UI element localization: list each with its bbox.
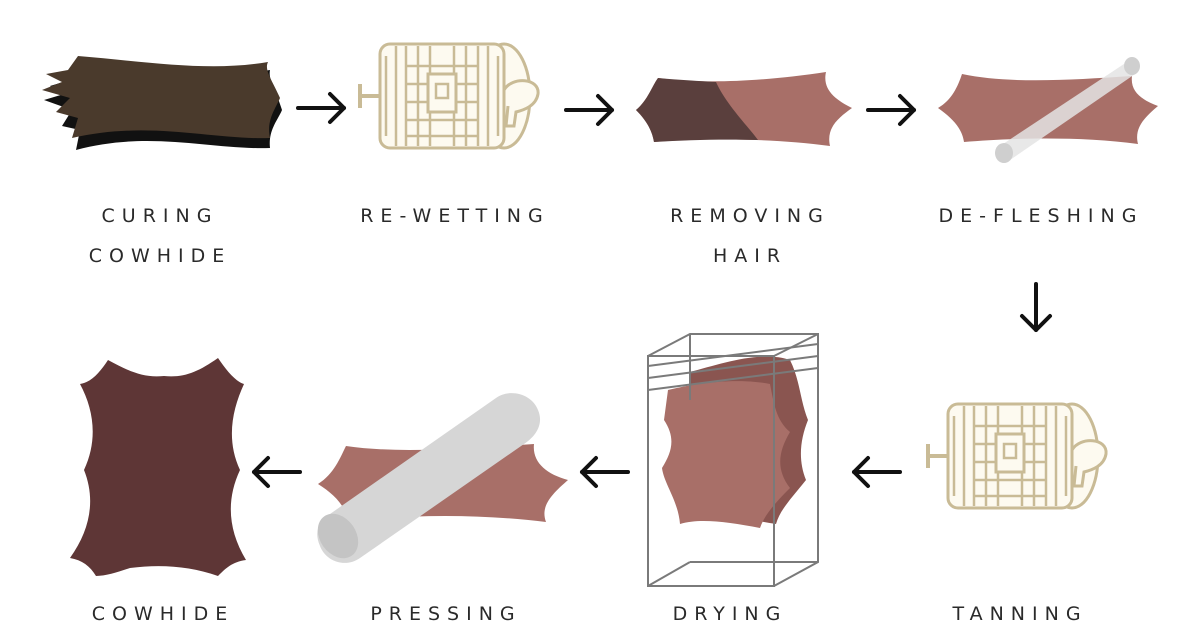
label-line: CURING xyxy=(101,205,219,227)
label-line: RE-WETTING xyxy=(360,205,550,227)
dark-hide-icon xyxy=(42,56,282,150)
drying-rack-icon xyxy=(647,333,819,587)
drum-icon xyxy=(358,42,541,150)
label-line: PRESSING xyxy=(370,603,522,625)
step-label-tanning: TANNING xyxy=(930,594,1110,634)
drum-icon xyxy=(926,402,1109,510)
hide-press-roller-icon xyxy=(317,393,568,563)
arrow-left-icon xyxy=(252,456,302,488)
arrow-left-icon xyxy=(580,456,630,488)
label-line: COWHIDE xyxy=(91,603,235,625)
label-line: TANNING xyxy=(952,603,1088,625)
arrow-left-icon xyxy=(852,456,902,488)
hide-with-roller-icon xyxy=(938,57,1158,163)
arrow-right-icon xyxy=(564,94,614,126)
arrow-right-icon xyxy=(866,94,916,126)
arrow-right-icon xyxy=(296,92,346,124)
step-label-re-wetting: RE-WETTING xyxy=(340,196,570,236)
step-label-de-fleshing: DE-FLESHING xyxy=(916,196,1166,236)
finished-hide-icon xyxy=(70,358,246,576)
step-label-pressing: PRESSING xyxy=(346,594,546,634)
label-line: DRYING xyxy=(672,603,788,625)
step-label-drying: DRYING xyxy=(640,594,820,634)
arrow-down-icon xyxy=(1020,282,1052,332)
step-label-curing-cowhide: CURING COWHIDE xyxy=(60,196,260,276)
label-line: HAIR xyxy=(712,245,788,267)
label-line: DE-FLESHING xyxy=(938,205,1144,227)
label-line: COWHIDE xyxy=(88,245,232,267)
step-label-cowhide: COWHIDE xyxy=(68,594,258,634)
two-tone-hide-icon xyxy=(636,72,852,146)
step-label-removing-hair: REMOVING HAIR xyxy=(650,196,850,276)
label-line: REMOVING xyxy=(670,205,830,227)
